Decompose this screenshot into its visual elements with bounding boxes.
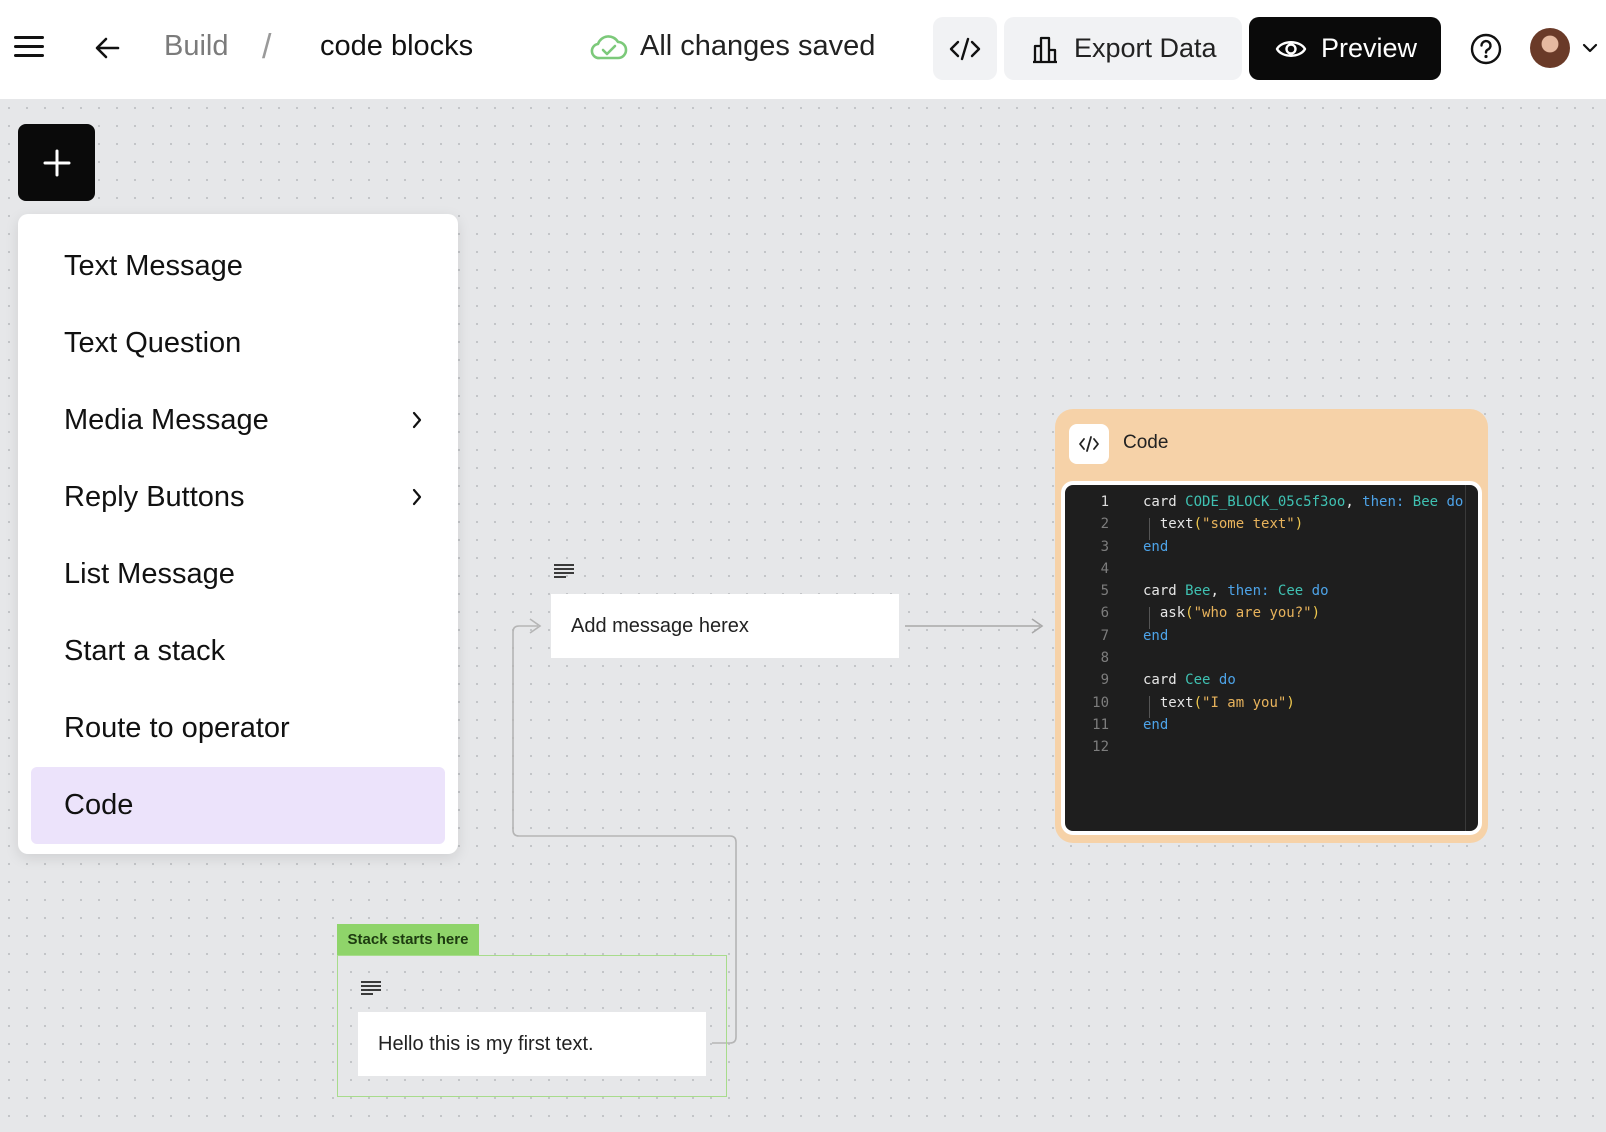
menu-item-reply-buttons[interactable]: Reply Buttons [31, 459, 445, 536]
line-number: 10 [1065, 692, 1109, 714]
menu-item-media-message[interactable]: Media Message [31, 382, 445, 459]
code-text: text("I am you") [1143, 692, 1295, 714]
code-node[interactable]: Code 1 card CODE_BLOCK_05c5f3oo, then: Be… [1055, 409, 1488, 843]
code-text: card Cee do [1143, 669, 1236, 691]
line-number: 7 [1065, 625, 1109, 647]
code-line: 11 end [1065, 714, 1478, 736]
chevron-right-icon [411, 487, 423, 507]
code-text: text("some text") [1143, 513, 1303, 535]
code-line: 12 [1065, 736, 1478, 758]
line-number: 6 [1065, 602, 1109, 624]
line-number: 4 [1065, 558, 1109, 580]
code-text: end [1143, 536, 1168, 558]
line-number: 3 [1065, 536, 1109, 558]
menu-item-text-message[interactable]: Text Message [31, 228, 445, 305]
add-node-button[interactable] [18, 124, 95, 201]
menu-item-code[interactable]: Code [31, 767, 445, 844]
code-icon [1069, 424, 1109, 464]
code-line: 4 [1065, 558, 1478, 580]
menu-item-text-question[interactable]: Text Question [31, 305, 445, 382]
line-number: 9 [1065, 669, 1109, 691]
code-text: ask("who are you?") [1143, 602, 1320, 624]
chevron-right-icon [411, 410, 423, 430]
text-lines-icon [360, 980, 382, 996]
code-line: 5 card Bee, then: Cee do [1065, 580, 1478, 602]
line-number: 11 [1065, 714, 1109, 736]
code-lines: 1card CODE_BLOCK_05c5f3oo, then: Bee do2… [1065, 491, 1478, 759]
code-line: 1 card CODE_BLOCK_05c5f3oo, then: Bee do [1065, 491, 1478, 513]
code-line: 3 end [1065, 536, 1478, 558]
line-number: 5 [1065, 580, 1109, 602]
code-text: end [1143, 714, 1168, 736]
plus-icon [42, 148, 72, 178]
code-node-title: Code [1123, 432, 1168, 454]
code-line: 2 text("some text") [1065, 513, 1478, 535]
add-node-menu: Text Message Text Question Media Message… [18, 214, 458, 854]
line-number: 8 [1065, 647, 1109, 669]
line-number: 2 [1065, 513, 1109, 535]
code-line: 9 card Cee do [1065, 669, 1478, 691]
code-text: end [1143, 625, 1168, 647]
code-editor[interactable]: 1card CODE_BLOCK_05c5f3oo, then: Bee do2… [1061, 481, 1482, 835]
code-line: 10 text("I am you") [1065, 692, 1478, 714]
text-lines-icon [553, 563, 575, 579]
code-text: card Bee, then: Cee do [1143, 580, 1329, 602]
menu-item-list-message[interactable]: List Message [31, 536, 445, 613]
message-node-add-message[interactable]: Add message herex [551, 594, 899, 658]
stack-start-badge: Stack starts here [337, 924, 479, 955]
code-text: card CODE_BLOCK_05c5f3oo, then: Bee do [1143, 491, 1463, 513]
line-number: 12 [1065, 736, 1109, 758]
code-line: 6 ask("who are you?") [1065, 602, 1478, 624]
menu-item-start-stack[interactable]: Start a stack [31, 613, 445, 690]
line-number: 1 [1065, 491, 1109, 513]
message-node-first-text[interactable]: Hello this is my first text. [358, 1012, 706, 1076]
code-line: 7 end [1065, 625, 1478, 647]
menu-item-route-to-operator[interactable]: Route to operator [31, 690, 445, 767]
code-line: 8 [1065, 647, 1478, 669]
